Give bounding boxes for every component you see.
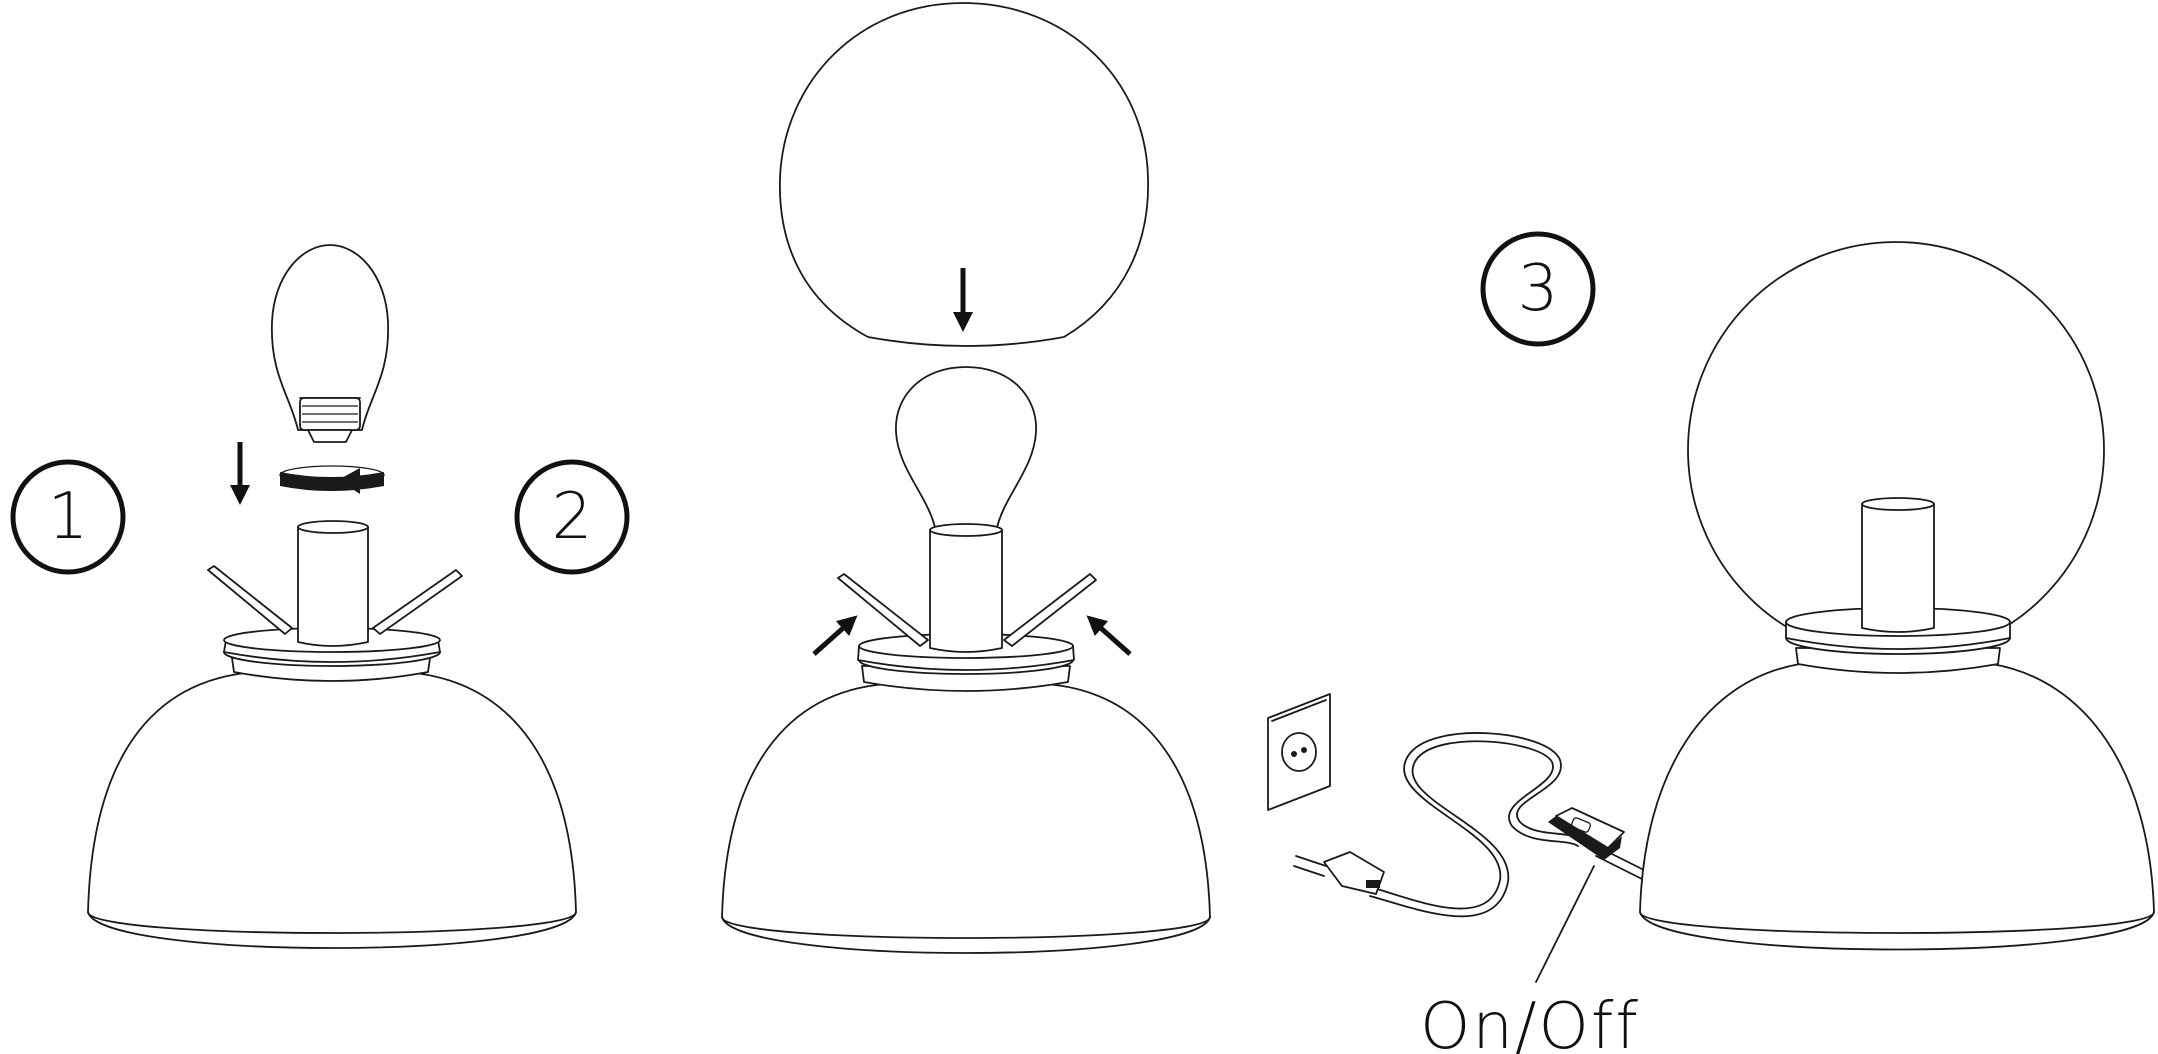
squeeze-arrow-right-icon <box>1086 615 1132 656</box>
socket-cylinder <box>297 520 369 647</box>
lamp-base-dome-3 <box>1639 663 2155 951</box>
step-2-group <box>721 2 1211 954</box>
step-1-badge: 1 <box>10 459 126 575</box>
switch-label: On/Off <box>1420 990 1640 1054</box>
step-2-badge: 2 <box>514 459 630 575</box>
step-3-group: 3 On/Off <box>1267 231 2155 1054</box>
holder-plate <box>223 627 441 667</box>
spring-clip-left-2 <box>837 573 929 647</box>
socket-cylinder-2 <box>929 523 1003 653</box>
wall-outlet-icon <box>1267 693 1331 811</box>
plug-icon <box>1293 851 1385 895</box>
glass-globe-icon <box>779 2 1149 347</box>
step-1-group: 1 <box>10 244 630 949</box>
lamp-base-dome <box>87 671 577 949</box>
spring-clip-right <box>372 569 463 635</box>
rotate-arrow-icon <box>279 465 385 494</box>
power-cord <box>1369 732 1649 918</box>
spring-clip-left <box>207 565 293 635</box>
light-bulb-icon <box>271 244 389 443</box>
step-3-badge: 3 <box>1480 231 1596 347</box>
spring-clip-right-2 <box>1003 573 1097 647</box>
inline-switch-icon <box>1548 807 1625 860</box>
step-3-number: 3 <box>1518 252 1559 326</box>
lamp-base-dome-2 <box>721 683 1211 954</box>
socket-cylinder-3 <box>1861 497 1935 633</box>
step-2-number: 2 <box>552 480 593 554</box>
step-1-number: 1 <box>48 480 89 554</box>
mounted-bulb-icon <box>895 366 1037 533</box>
squeeze-arrow-left-icon <box>812 615 858 656</box>
collar-ring-3 <box>1795 647 2001 674</box>
switch-leader-line <box>1535 865 1595 983</box>
